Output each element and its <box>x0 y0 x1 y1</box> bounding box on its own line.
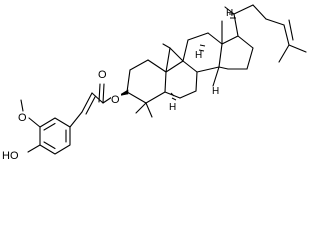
carbonyl-oxygen-label: O <box>98 69 107 81</box>
ring-a <box>126 59 167 104</box>
angular-methyls <box>212 20 223 87</box>
hydrogen-label-c17: H <box>226 8 233 19</box>
hydrogen-label-c8: H <box>195 50 202 61</box>
hydrogen-label-c5: H <box>169 102 176 113</box>
methoxy-group <box>20 99 41 128</box>
hydroxyl-label: HO <box>2 150 19 162</box>
hydrogen-label-c14: H <box>212 86 219 97</box>
cyclopropane-ring <box>162 43 184 73</box>
side-chain <box>224 4 307 63</box>
atom-labels: O HO O O H H H H <box>2 8 233 162</box>
ring-c <box>182 32 223 73</box>
chemical-structure-diagram: O HO O O H H H H <box>2 4 307 162</box>
ring-b <box>164 60 198 99</box>
gem-dimethyl <box>135 102 153 118</box>
hydroxyl-bond <box>27 144 41 153</box>
methoxy-oxygen-label: O <box>18 112 27 124</box>
ring-d <box>218 35 254 70</box>
aromatic-ring <box>39 117 71 155</box>
cinnamoyl-linker <box>69 83 113 128</box>
ester-oxygen-label: O <box>111 94 120 106</box>
hashed-bonds <box>170 13 236 101</box>
